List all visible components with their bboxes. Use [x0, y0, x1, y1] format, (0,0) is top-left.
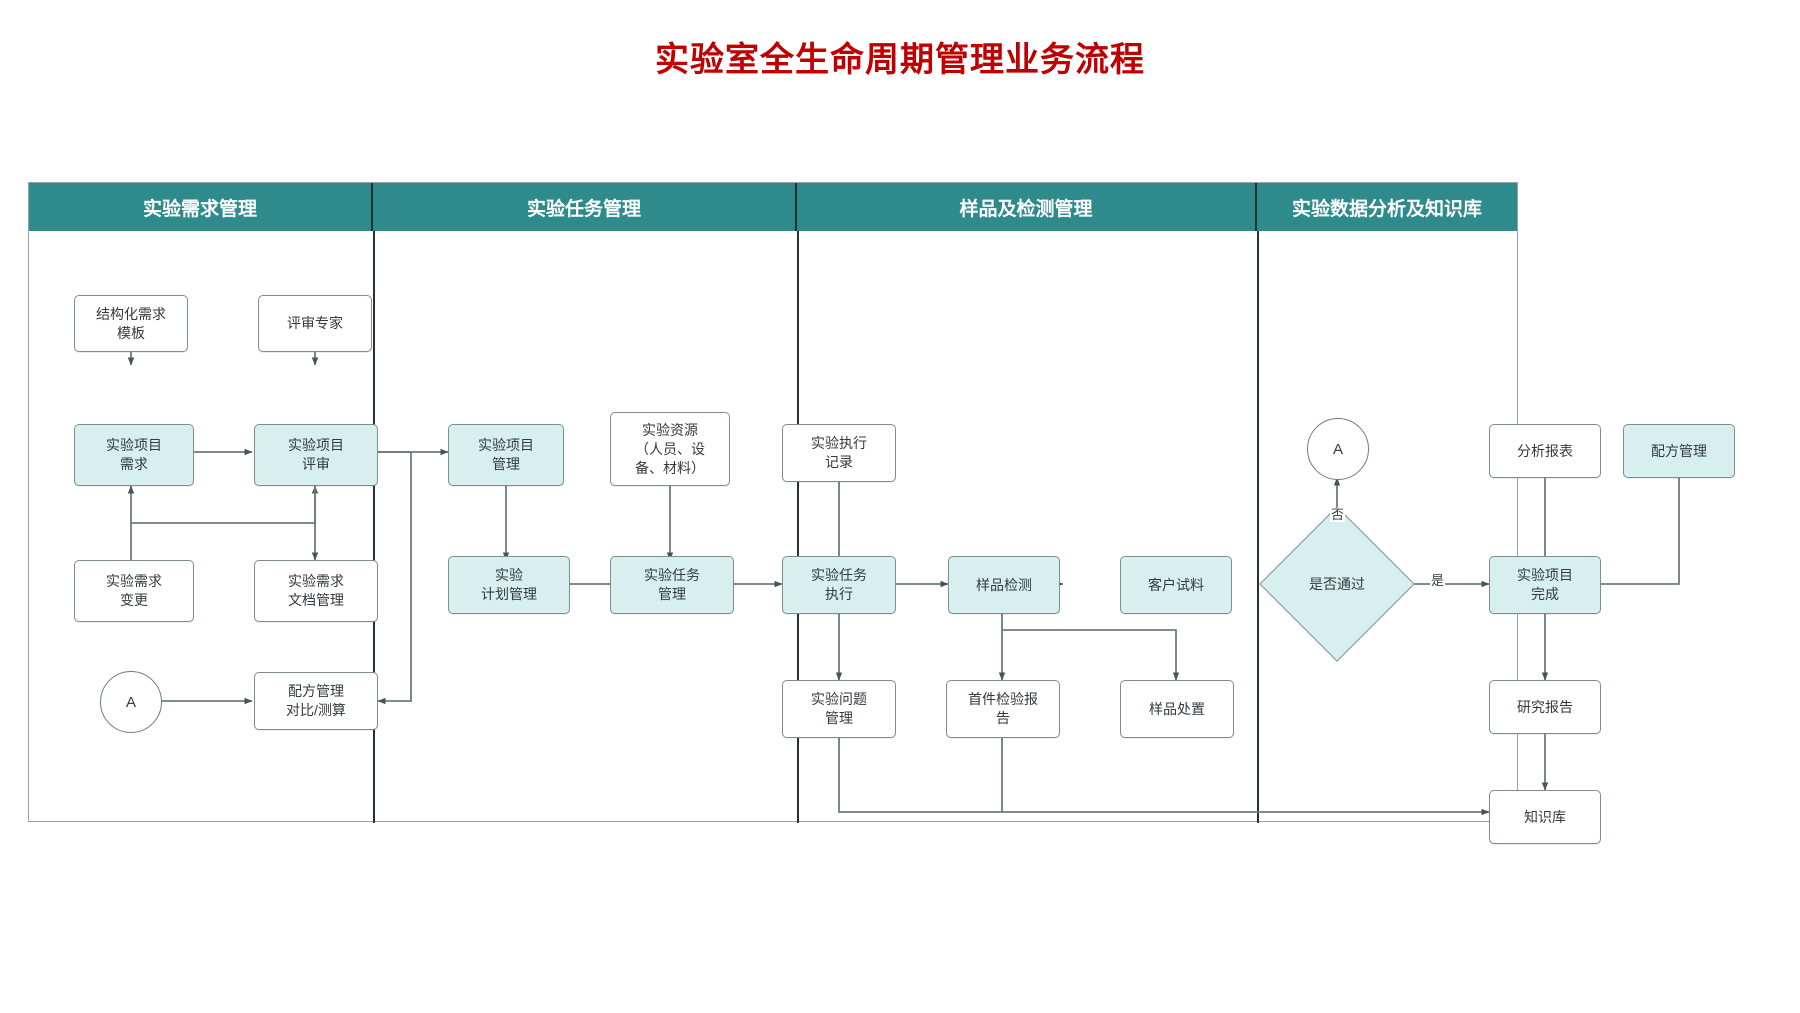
- node-label-line2: 变更: [120, 592, 148, 608]
- node-label-line2: 评审: [302, 456, 330, 472]
- node-label-line1: 实验项目: [106, 437, 162, 453]
- node-structured-requirement-template[interactable]: 结构化需求 模板: [74, 295, 188, 352]
- node-label-line1: 实验任务: [811, 567, 867, 583]
- connector-circle-a-lane1[interactable]: A: [100, 671, 162, 733]
- node-experiment-resource[interactable]: 实验资源 （人员、设 备、材料）: [610, 412, 730, 486]
- node-label: 知识库: [1524, 808, 1566, 825]
- node-label-line1: 配方管理: [287, 683, 344, 699]
- node-experiment-project-requirement[interactable]: 实验项目 需求: [74, 424, 194, 486]
- node-label-line2: 需求: [120, 456, 148, 472]
- node-label-line1: 实验资源: [642, 421, 698, 438]
- connector-label: A: [1332, 440, 1343, 458]
- lane-divider-3: [1257, 231, 1259, 823]
- node-label: 客户试料: [1148, 576, 1204, 593]
- node-label-line2: 对比/测算: [286, 702, 346, 718]
- decision-pass-or-not[interactable]: 是否通过: [1259, 506, 1415, 662]
- node-experiment-task-management[interactable]: 实验任务 管理: [610, 556, 734, 614]
- edge-label-yes: 是: [1430, 573, 1446, 588]
- node-customer-trial-material[interactable]: 客户试料: [1120, 556, 1232, 614]
- node-experiment-project-management[interactable]: 实验项目 管理: [448, 424, 564, 486]
- node-analysis-report[interactable]: 分析报表: [1489, 424, 1601, 478]
- node-label-line1: 实验问题: [811, 691, 867, 707]
- node-formula-management[interactable]: 配方管理: [1623, 424, 1735, 478]
- node-label-line1: 实验项目: [478, 437, 534, 453]
- node-label-line2: 计划管理: [481, 586, 537, 602]
- node-label-line2: 管理: [658, 586, 686, 602]
- node-requirement-change[interactable]: 实验需求 变更: [74, 560, 194, 622]
- node-label-line1: 实验任务: [644, 567, 700, 583]
- edge-label-no: 否: [1330, 507, 1346, 522]
- node-label-line1: 实验执行: [811, 435, 867, 451]
- node-sample-testing[interactable]: 样品检测: [948, 556, 1060, 614]
- lane-header-4: 实验数据分析及知识库: [1257, 183, 1517, 231]
- node-requirement-document-management[interactable]: 实验需求 文档管理: [254, 560, 378, 622]
- node-review-expert[interactable]: 评审专家: [258, 295, 372, 352]
- node-label-line2: 执行: [825, 586, 853, 602]
- node-label: 样品检测: [976, 576, 1032, 593]
- lane-header-3: 样品及检测管理: [797, 183, 1257, 231]
- lane-divider-2: [797, 231, 799, 823]
- node-label-line1: 首件检验报: [968, 691, 1038, 707]
- node-experiment-execution-record[interactable]: 实验执行 记录: [782, 424, 896, 482]
- page-title: 实验室全生命周期管理业务流程: [655, 41, 1145, 79]
- node-label: 分析报表: [1517, 442, 1573, 459]
- lane-header-2: 实验任务管理: [373, 183, 797, 231]
- node-label-line1: 实验需求: [288, 573, 344, 589]
- connector-label: A: [125, 693, 136, 711]
- node-label: 配方管理: [1651, 442, 1707, 459]
- node-label: 研究报告: [1517, 698, 1573, 715]
- node-label-line1: 实验: [495, 567, 523, 583]
- node-label-line1: 实验需求: [106, 573, 162, 589]
- node-experiment-plan-management[interactable]: 实验 计划管理: [448, 556, 570, 614]
- node-label: 评审专家: [287, 315, 343, 331]
- node-label-line2: 管理: [492, 456, 520, 472]
- node-label-line2: 完成: [1531, 586, 1559, 602]
- node-experiment-issue-management[interactable]: 实验问题 管理: [782, 680, 896, 738]
- node-label-line2: （人员、设: [635, 440, 705, 457]
- node-label-line2: 记录: [825, 454, 853, 470]
- node-formula-compare-calc[interactable]: 配方管理 对比/测算: [254, 672, 378, 730]
- connector-circle-a-lane3[interactable]: A: [1307, 418, 1369, 480]
- node-experiment-task-execution[interactable]: 实验任务 执行: [782, 556, 896, 614]
- node-label-line2: 文档管理: [288, 592, 344, 608]
- node-knowledge-base[interactable]: 知识库: [1489, 790, 1601, 844]
- decision-label: 是否通过: [1309, 576, 1365, 592]
- lane-divider-1: [373, 231, 375, 823]
- node-experiment-project-complete[interactable]: 实验项目 完成: [1489, 556, 1601, 614]
- lane-header-1: 实验需求管理: [29, 183, 373, 231]
- node-label-line1: 结构化需求: [96, 305, 166, 322]
- node-experiment-project-review[interactable]: 实验项目 评审: [254, 424, 378, 486]
- node-label-line2: 管理: [825, 710, 853, 726]
- node-label-line1: 实验项目: [288, 437, 344, 453]
- node-label-line3: 备、材料）: [635, 459, 705, 476]
- node-label-line2: 告: [996, 710, 1010, 726]
- node-sample-disposal[interactable]: 样品处置: [1120, 680, 1234, 738]
- node-label-line2: 模板: [117, 324, 145, 341]
- node-first-article-inspection-report[interactable]: 首件检验报 告: [946, 680, 1060, 738]
- node-label: 样品处置: [1149, 700, 1205, 717]
- swimlane-frame: 实验需求管理 实验任务管理 样品及检测管理 实验数据分析及知识库: [28, 182, 1518, 823]
- node-research-report[interactable]: 研究报告: [1489, 680, 1601, 734]
- node-label-line1: 实验项目: [1517, 567, 1573, 583]
